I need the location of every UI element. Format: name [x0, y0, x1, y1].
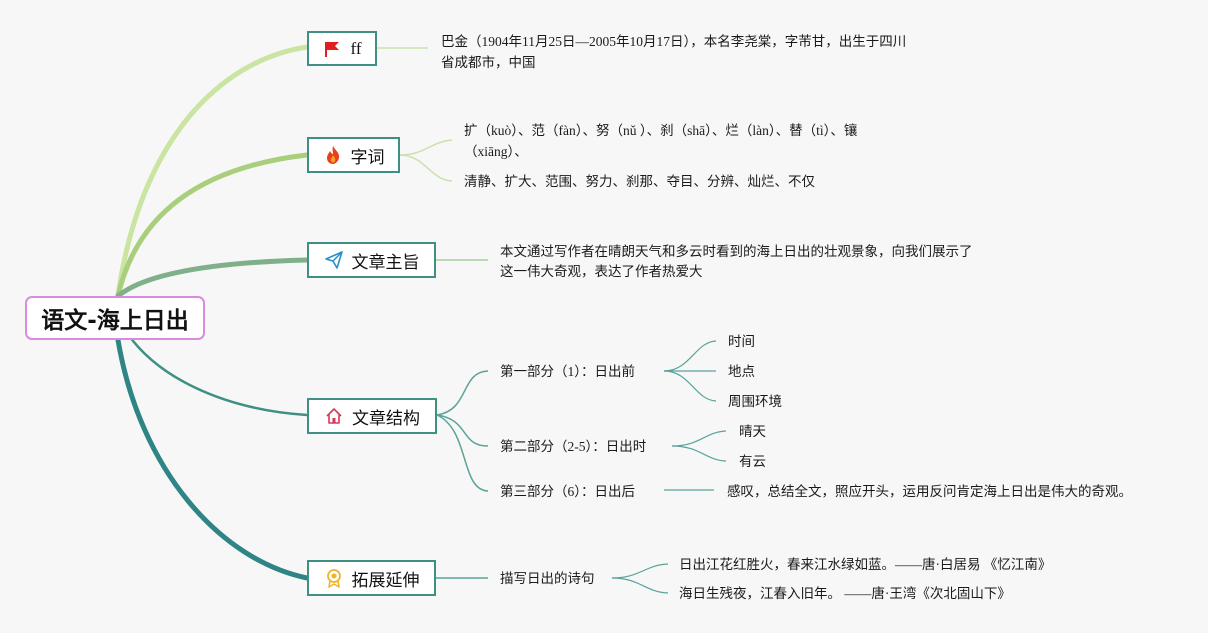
- part1-child-place: 地点: [728, 364, 755, 379]
- branch-theme[interactable]: 文章主旨: [307, 242, 436, 278]
- part2-child-cloudy: 有云: [739, 454, 766, 469]
- extension-poem2: 海日生残夜，江春入旧年。 ——唐·王湾《次北固山下》: [679, 586, 1011, 601]
- curve-to-extension: [115, 337, 310, 581]
- branch-structure[interactable]: 文章结构: [307, 398, 437, 434]
- line-part2-cloudy: [671, 445, 727, 462]
- curve-to-words: [115, 152, 310, 299]
- line-part1-env: [663, 370, 717, 402]
- branch-theme-label: 文章主旨: [351, 252, 420, 273]
- line-words-phrases: [399, 154, 453, 182]
- branch-author-label: ff: [350, 38, 362, 58]
- curve-to-author: [115, 44, 310, 299]
- structure-part2: 第二部分（2-5）：日出时: [500, 439, 647, 454]
- line-poem1: [611, 563, 669, 579]
- root-node[interactable]: 语文-海上日出: [25, 296, 205, 340]
- line-structure-part1: [436, 370, 489, 416]
- branch-structure-label: 文章结构: [352, 408, 420, 429]
- paper-plane-icon: [324, 250, 344, 270]
- root-label: 语文-海上日出: [41, 308, 189, 334]
- line-words-pinyin: [399, 139, 453, 156]
- part1-child-time: 时间: [728, 334, 755, 349]
- part3-child-summary: 感叹，总结全文，照应开头，运用反问肯定海上日出是伟大的奇观。: [727, 484, 1132, 499]
- branch-extension-label: 拓展延伸: [351, 570, 420, 591]
- branch-author[interactable]: ff: [307, 31, 377, 66]
- red-flag-icon: [322, 39, 342, 59]
- house-icon: [324, 406, 344, 426]
- author-detail-line1: 巴金（1904年11月25日—2005年10月17日），本名李尧棠，字芾甘，出生…: [441, 34, 907, 49]
- structure-part1: 第一部分（1）：日出前: [500, 364, 635, 379]
- line-structure-part2: [436, 414, 489, 447]
- theme-detail-line2: 这一伟大奇观，表达了作者热爱大: [500, 264, 703, 279]
- part1-child-env: 周围环境: [728, 394, 782, 409]
- structure-part3: 第三部分（6）：日出后: [500, 484, 635, 499]
- words-pinyin-line2: （xiāng）、: [464, 144, 528, 159]
- branch-extension[interactable]: 拓展延伸: [307, 560, 436, 596]
- fire-icon: [323, 145, 343, 165]
- words-pinyin-line1: 扩（kuò）、范（fàn）、努（nǔ ）、刹（shā）、烂（làn）、替（tì）…: [464, 123, 858, 138]
- award-medal-icon: [324, 568, 344, 588]
- branch-words[interactable]: 字词: [307, 137, 400, 173]
- curve-to-theme: [115, 257, 310, 299]
- branch-words-label: 字词: [350, 147, 385, 168]
- theme-detail-line1: 本文通过写作者在晴朗天气和多云时看到的海上日出的壮观景象，向我们展示了: [500, 244, 973, 259]
- extension-poem1: 日出江花红胜火，春来江水绿如蓝。——唐·白居易 《忆江南》: [679, 557, 1052, 572]
- words-phrases: 清静、扩大、范围、努力、刹那、夺目、分辨、灿烂、不仅: [464, 174, 815, 189]
- line-structure-part3: [436, 414, 489, 492]
- extension-sub: 描写日出的诗句: [500, 571, 595, 586]
- line-part1-time: [663, 340, 717, 372]
- line-poem2: [611, 577, 669, 594]
- author-detail-line2: 省成都市，中国: [441, 55, 536, 70]
- part2-child-sunny: 晴天: [739, 424, 766, 439]
- line-part2-sunny: [671, 430, 727, 447]
